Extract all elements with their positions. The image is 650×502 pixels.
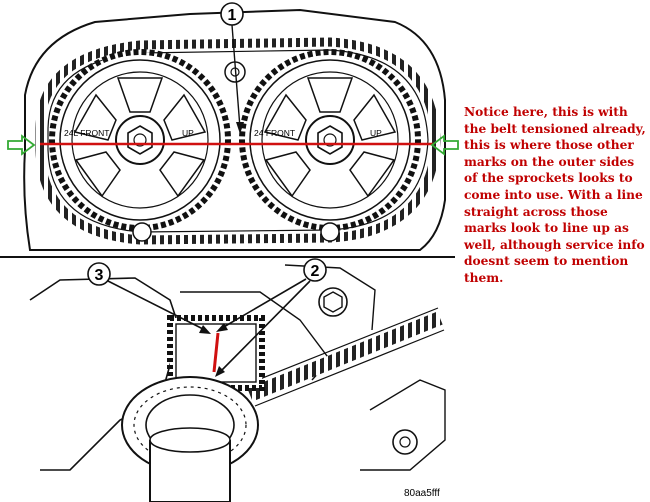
lower-view: 3 2 80aa5fff [29,258,446,502]
left-cam-sprocket [49,49,231,231]
left-up-mark: UP [182,128,194,138]
svg-text:3: 3 [95,267,104,284]
timing-belt-lower [247,311,443,402]
bolt-lower-right [318,287,348,317]
annotation-note: Notice here, this is with the belt tensi… [464,105,646,285]
callout-3: 3 [87,262,211,334]
callout-2: 2 [215,258,327,377]
left-front-mark: 24L FRONT [64,128,110,138]
crank-sprocket [121,315,265,502]
svg-text:2: 2 [311,263,320,280]
right-up-mark: UP [370,128,382,138]
right-cam-sprocket [239,49,421,231]
timing-belt-upper [35,37,441,245]
svg-text:1: 1 [228,7,237,24]
bolt-lower-bottom [392,429,418,455]
arrow-right-icon [7,134,36,156]
alignment-line-vertical [212,332,220,373]
upper-view: 24L FRONT UP 24 FRONT UP 1 [7,2,459,251]
callout-1: 1 [220,2,244,134]
figure-code: 80aa5fff [404,488,440,499]
arrow-left-icon [430,134,459,156]
right-front-mark: 24 FRONT [254,128,295,138]
cover-outline [23,8,446,251]
